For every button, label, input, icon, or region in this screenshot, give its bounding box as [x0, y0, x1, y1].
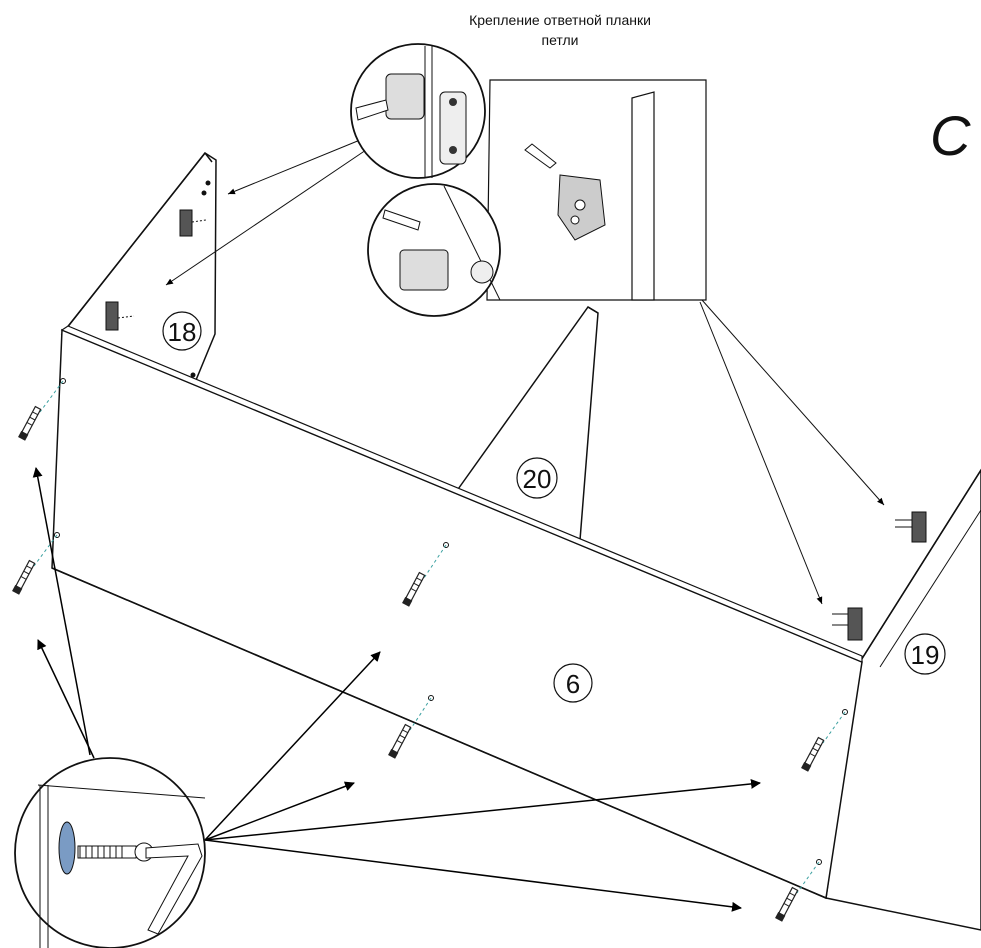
back-panel-6 — [51, 325, 863, 900]
hinge-zoom-top — [350, 43, 486, 179]
hinge-zoom-bottom — [367, 183, 501, 317]
part-label-18: 18 — [162, 311, 202, 351]
screwdriver-icon — [382, 209, 421, 231]
confirmat-screws — [33, 380, 846, 894]
caption-line-1: Крепление ответной планки — [469, 12, 651, 28]
caption-line-2: петли — [541, 32, 579, 48]
part-label-20-text: 20 — [523, 464, 552, 494]
part-label-20: 20 — [516, 457, 558, 499]
hex-key-detail — [14, 757, 206, 948]
screwdriver-icon — [355, 99, 389, 121]
part-label-19-text: 19 — [911, 640, 940, 670]
part-label-19: 19 — [904, 633, 946, 675]
hinge-mounting-plate-icon — [399, 249, 494, 291]
leader-lines — [165, 139, 885, 605]
rotation-arrow-icon — [58, 821, 76, 875]
hinge-mounting-plate-icon — [557, 174, 606, 241]
part-label-6: 6 — [553, 663, 593, 703]
hinge-plate-icon — [105, 301, 135, 331]
confirmat-screw-icon — [77, 842, 154, 862]
hinge-plate-caption: Крепление ответной планки петли — [380, 10, 740, 50]
hinge-detail-window — [486, 79, 707, 301]
screwdriver-icon — [524, 143, 557, 169]
hinge-plate-icon — [832, 607, 863, 641]
part-label-6-text: 6 — [566, 669, 580, 699]
part-label-18-text: 18 — [168, 317, 197, 347]
hinge-mounting-plate-icon — [385, 73, 467, 165]
step-letter: C — [930, 104, 971, 167]
pointer-arrows — [32, 467, 761, 912]
hinge-plate-icon — [179, 209, 207, 237]
hinge-plate-icon — [895, 511, 927, 543]
hex-key-icon — [145, 843, 203, 935]
